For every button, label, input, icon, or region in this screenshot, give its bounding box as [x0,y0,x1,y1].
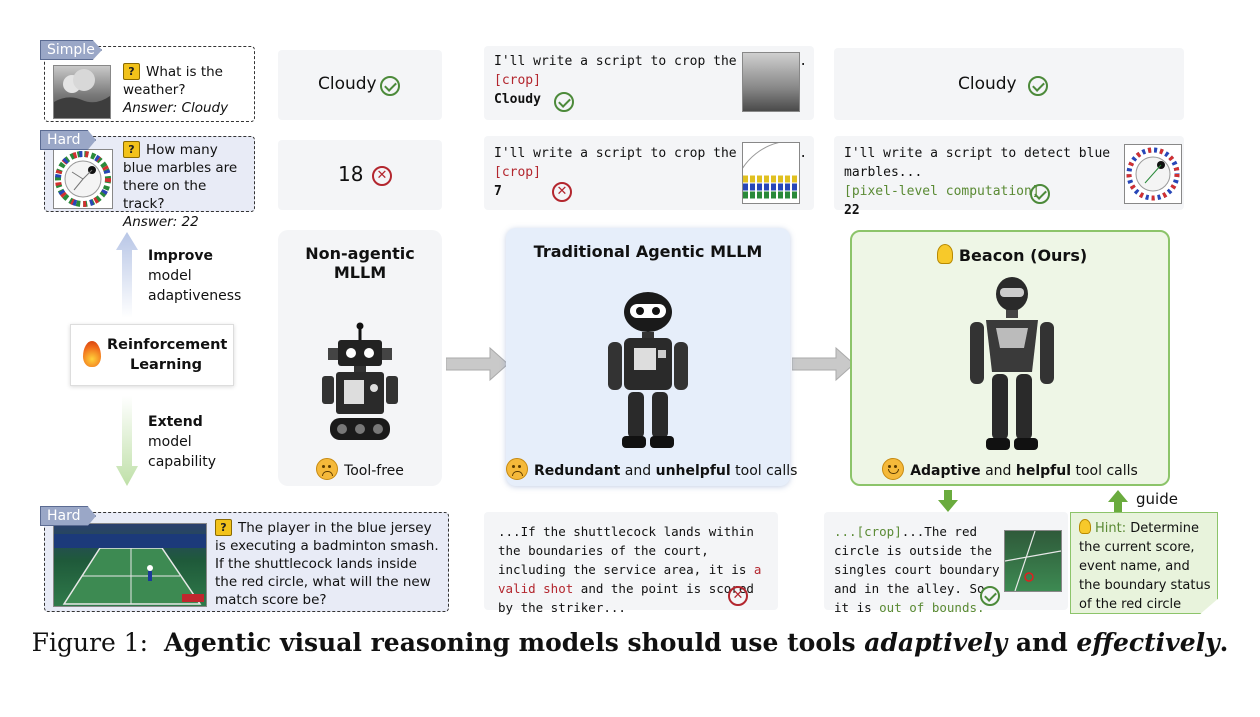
nonagentic-simple-panel: Cloudy [278,50,442,120]
beacon-footer: Adaptive and helpful tool calls [852,458,1168,480]
simple-answer: Answer: Cloudy [123,100,229,116]
cross-icon: ✕ [728,586,748,606]
fire-icon [83,341,101,367]
check-icon [380,76,400,96]
up-arrow [1108,490,1128,512]
beacon-badminton-thumbnail [1004,530,1062,592]
weather-thumbnail [53,65,111,119]
arrow-to-beacon [792,346,855,382]
badminton-question-card: ?The player in the blue jersey is execut… [44,512,449,612]
lightbulb-icon [1079,519,1091,534]
nonagentic-hard-panel: 18 ✕ [278,140,442,210]
improve-arrow [116,232,138,318]
beacon-title: Beacon (Ours) [922,244,1102,265]
beacon-marbles-thumbnail [1124,144,1182,204]
badminton-tag: Hard [40,506,96,526]
beacon-model-box: Beacon (Ours) Adaptive and helpful tool … [850,230,1170,486]
beacon-simple-panel: Cloudy [834,48,1184,120]
nonagentic-title: Non-agentic MLLM [305,244,415,282]
marbles-thumbnail [53,149,113,209]
badminton-thumbnail [53,523,207,607]
nonagentic-hard-answer: 18 [338,162,364,186]
beacon-badminton-image [1005,531,1061,591]
figure-caption: Figure 1: Agentic visual reasoning model… [31,628,1229,657]
beacon-simple-answer: Cloudy [958,74,1017,94]
beacon-badminton-panel: ...[crop]...The red circle is outside th… [824,512,1068,615]
question-icon: ? [123,63,140,80]
frowning-face-icon [316,458,339,480]
down-arrow [938,490,958,512]
check-icon [980,586,1000,606]
hard-tag: Hard [40,130,96,150]
extend-arrow [116,396,138,486]
question-icon: ? [215,519,232,536]
advanced-robot-icon [970,277,1054,450]
cropped-marbles-thumbnail [742,142,800,204]
beacon-marbles-image [1126,147,1180,201]
nonagentic-simple-answer: Cloudy [318,74,377,94]
badminton-image [54,534,206,605]
smiling-face-icon [882,458,905,480]
hint-text: Hint: Determine the current score, event… [1079,519,1211,612]
traditional-hard-text: I'll write a script to crop the image...… [494,146,808,199]
cross-icon: ✕ [372,166,392,186]
extend-label: Extend model capability [148,414,217,470]
frowning-face-icon [506,458,528,480]
traditional-simple-panel: I'll write a script to crop the image...… [484,46,814,120]
marbles-image [55,151,111,207]
tracked-robot-icon [322,322,398,440]
hint-note: Hint: Determine the current score, event… [1070,512,1218,614]
question-icon: ? [123,141,140,158]
traditional-badminton-text: ...If the shuttlecock lands within the b… [498,524,762,615]
cropped-weather-thumbnail [742,52,800,112]
arrow-to-traditional [446,346,509,382]
simple-question-card: ?What is the weather? Answer: Cloudy [44,46,255,122]
hard-question: ?How many blue marbles are there on the … [123,141,238,230]
weather-image [54,69,110,118]
beacon-hard-text: I'll write a script to detect blue marbl… [844,146,1111,218]
simple-question: ?What is the weather? Answer: Cloudy [123,63,229,116]
improve-label: Improve model adaptiveness [148,248,242,304]
simple-tag: Simple [40,40,102,60]
lightbulb-icon [936,244,953,264]
nonagentic-model-box: Non-agentic MLLM Tool-free [278,230,442,486]
traditional-model-box: Traditional Agentic MLLM Redundant and u… [506,228,797,486]
traditional-footer: Redundant and unhelpful tool calls [506,458,797,480]
traditional-simple-text: I'll write a script to crop the image...… [494,54,808,107]
beacon-badminton-text: ...[crop]...The red circle is outside th… [834,524,1000,615]
cross-icon: ✕ [552,182,572,202]
check-icon [1030,184,1050,204]
traditional-title: Traditional Agentic MLLM [533,242,763,261]
traditional-hard-panel: I'll write a script to crop the image...… [484,136,814,210]
hard-answer: Answer: 22 [123,214,199,230]
traditional-badminton-panel: ...If the shuttlecock lands within the b… [484,512,778,615]
beacon-hard-panel: I'll write a script to detect blue marbl… [834,136,1184,218]
cropped-marbles-image [743,143,799,199]
check-icon [554,92,574,112]
humanoid-robot-icon [608,292,688,448]
badminton-question: ?The player in the blue jersey is execut… [215,519,439,608]
check-icon [1028,76,1048,96]
guide-label: guide [1136,490,1178,508]
nonagentic-footer: Tool-free [278,458,442,480]
